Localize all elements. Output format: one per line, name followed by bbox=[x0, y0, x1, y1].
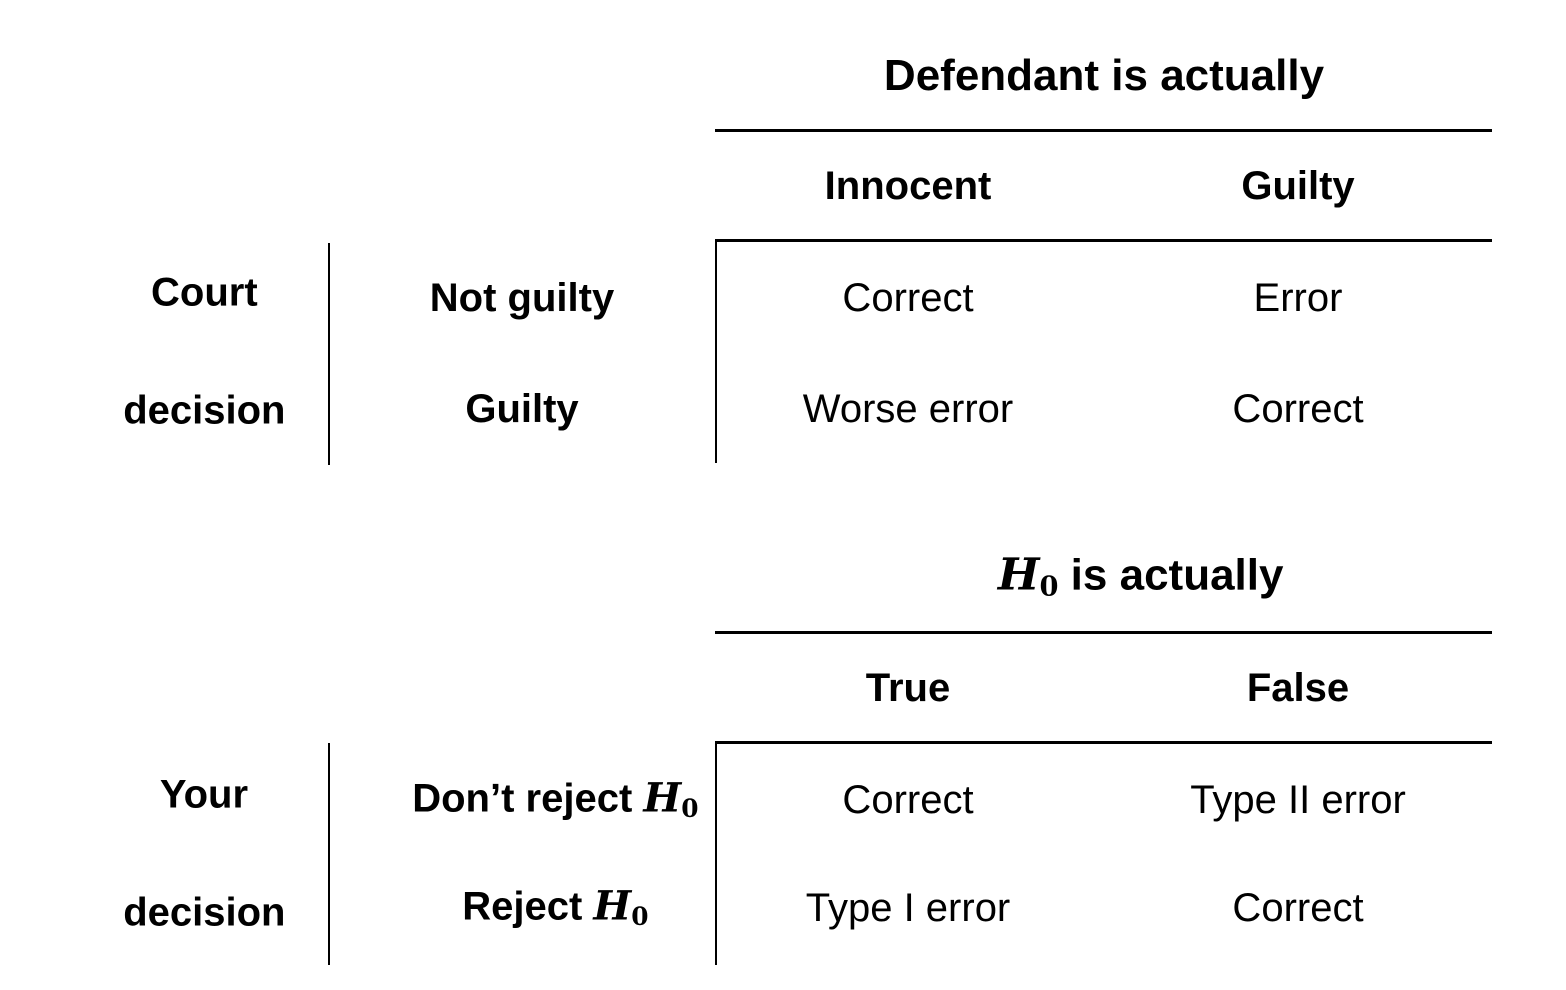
hypothesis-axis-divider-line bbox=[328, 743, 330, 965]
reject-label-text: Reject bbox=[462, 884, 594, 929]
hypothesis-row-axis-label-line2: decision bbox=[123, 890, 286, 935]
hypothesis-cell-reject-false: Correct bbox=[1232, 886, 1364, 930]
court-row-label-not-guilty: Not guilty bbox=[429, 276, 615, 320]
court-cell-guilty-guilty: Correct bbox=[1232, 387, 1364, 431]
hypothesis-row-label-reject: Reject H0 bbox=[396, 846, 649, 969]
court-column-header-guilty: Guilty bbox=[1241, 164, 1355, 208]
hypothesis-cell-dont-reject-false: Type II error bbox=[1190, 778, 1406, 822]
h0-symbol: H bbox=[643, 774, 682, 822]
court-group-header: Defendant is actually bbox=[883, 51, 1325, 100]
dont-reject-label-text: Don’t reject bbox=[412, 776, 644, 821]
hypothesis-row-label-dont-reject: Don’t reject H0 bbox=[346, 738, 699, 861]
h0-symbol: H bbox=[997, 549, 1040, 601]
court-cell-not-guilty-guilty: Error bbox=[1253, 276, 1343, 320]
hypothesis-row-axis-label: Your decision bbox=[57, 707, 286, 990]
court-cell-not-guilty-innocent: Correct bbox=[842, 276, 974, 320]
court-header-top-rule bbox=[715, 129, 1492, 132]
h0-subscript: 0 bbox=[631, 901, 649, 931]
hypothesis-table-left-border-line bbox=[715, 741, 717, 965]
hypothesis-row-axis-label-line1: Your bbox=[159, 772, 249, 817]
court-cell-guilty-innocent: Worse error bbox=[802, 387, 1014, 431]
court-column-header-innocent: Innocent bbox=[824, 164, 992, 208]
h0-symbol: H bbox=[593, 882, 632, 930]
court-axis-divider-line bbox=[328, 243, 330, 465]
hypothesis-header-bottom-rule bbox=[715, 741, 1492, 744]
court-row-axis-label-line1: Court bbox=[151, 270, 258, 315]
court-header-bottom-rule bbox=[715, 239, 1492, 242]
h0-subscript: 0 bbox=[1039, 570, 1059, 603]
court-row-axis-label-line2: decision bbox=[123, 388, 286, 433]
hypothesis-column-header-true: True bbox=[865, 666, 951, 710]
h0-subscript: 0 bbox=[681, 793, 699, 823]
hypothesis-cell-reject-true: Type I error bbox=[805, 886, 1011, 930]
hypothesis-header-top-rule bbox=[715, 631, 1492, 634]
hypothesis-group-header: H0 is actually bbox=[925, 509, 1284, 644]
hypothesis-cell-dont-reject-true: Correct bbox=[842, 778, 974, 822]
court-row-axis-label: Court decision bbox=[57, 205, 286, 500]
hypothesis-column-header-false: False bbox=[1246, 666, 1350, 710]
hypothesis-group-header-suffix: is actually bbox=[1058, 550, 1284, 600]
court-table-left-border-line bbox=[715, 239, 717, 463]
court-row-label-guilty: Guilty bbox=[465, 387, 579, 431]
